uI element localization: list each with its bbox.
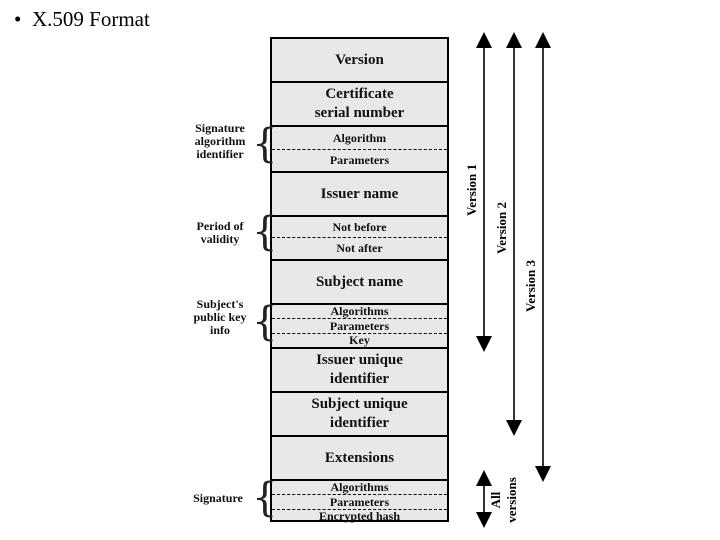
field-subject-name-label: Subject name [315, 273, 404, 290]
field-sig-params-label: Parameters [329, 494, 390, 509]
version-3-label: Version 3 [523, 260, 538, 312]
label-sig-alg-line-2: algorithm [194, 134, 246, 148]
field-subject-name: Subject name [272, 261, 447, 303]
brace-public-key: { [252, 299, 278, 345]
divider [272, 259, 447, 261]
field-extensions-label: Extensions [324, 449, 395, 466]
bullet-marker: • [14, 7, 22, 31]
field-not-after-label: Not after [336, 241, 383, 255]
field-subject-unique-id: Subject unique identifier [272, 393, 447, 435]
label-pubkey-line-1: Subject's [196, 297, 244, 311]
field-not-before-label: Not before [332, 219, 387, 234]
divider [272, 479, 447, 481]
field-pk-algorithms-label: Algorithms [330, 303, 389, 318]
label-sig-alg-line-3: identifier [196, 147, 244, 161]
version-1-label: Version 1 [464, 164, 479, 216]
brace-validity: { [252, 209, 278, 255]
field-sig-algorithms-label: Algorithms [330, 479, 389, 494]
label-signature: Signature [182, 492, 254, 505]
field-not-before: Not before [272, 217, 447, 237]
divider [272, 391, 447, 393]
field-issuer-uid-label-1: Issuer unique [316, 352, 403, 368]
field-sig-algorithms: Algorithms [272, 480, 447, 494]
all-versions-label-2: versions [504, 477, 519, 523]
field-version-label: Version [335, 51, 384, 68]
divider [272, 81, 447, 83]
field-issuer-name-label: Issuer name [320, 185, 399, 202]
field-not-after: Not after [272, 238, 447, 259]
field-sig-parameters: Parameters [272, 150, 447, 170]
label-period-of-validity: Period of validity [186, 220, 254, 246]
label-pubkey-line-2: public key [193, 310, 247, 324]
divider [272, 347, 447, 349]
field-extensions: Extensions [272, 437, 447, 479]
label-pubkey-line-3: info [209, 323, 230, 337]
label-subject-public-key-info: Subject's public key info [182, 298, 258, 337]
label-validity-line-1: Period of [196, 219, 244, 233]
certificate-structure: Version Certificate serial number Algori… [270, 37, 449, 522]
label-validity-line-2: validity [200, 232, 240, 246]
field-issuer-uid-label-2: identifier [329, 371, 390, 387]
label-sig-alg-line-1: Signature [195, 121, 245, 135]
divider [272, 435, 447, 437]
all-versions-label-1: All [488, 491, 503, 508]
field-serial-label-2: serial number [314, 105, 405, 121]
field-pk-key-label: Key [349, 333, 370, 347]
field-issuer-name: Issuer name [272, 173, 447, 215]
field-pk-parameters-label: Parameters [329, 318, 390, 333]
field-sig-algorithm: Algorithm [272, 127, 447, 149]
divider [272, 171, 447, 173]
divider [272, 303, 447, 305]
field-sig-parameters-label: Parameters [329, 152, 390, 167]
field-sig-algorithm-label: Algorithm [332, 130, 387, 145]
field-pk-parameters: Parameters [272, 319, 447, 333]
dashed-divider [272, 509, 447, 510]
dashed-divider [272, 237, 447, 238]
field-encrypted-hash-label: Encrypted hash [318, 508, 401, 523]
divider [272, 125, 447, 127]
dashed-divider [272, 494, 447, 495]
brace-signature: { [252, 475, 278, 521]
field-serial-label-1: Certificate [325, 86, 394, 102]
field-subject-uid-label-1: Subject unique [311, 396, 408, 412]
label-signature-algorithm-identifier: Signature algorithm identifier [184, 122, 256, 161]
field-serial-number: Certificate serial number [272, 83, 447, 125]
field-subject-uid-label-2: identifier [329, 415, 390, 431]
field-pk-algorithms: Algorithms [272, 304, 447, 318]
brace-signature-algorithm: { [252, 121, 278, 167]
divider [272, 215, 447, 217]
field-version: Version [272, 39, 447, 81]
slide-title-text: X.509 Format [32, 7, 150, 31]
dashed-divider [272, 149, 447, 150]
dashed-divider [272, 333, 447, 334]
field-pk-key: Key [272, 334, 447, 347]
slide-title: • X.509 Format [14, 6, 150, 32]
field-issuer-unique-id: Issuer unique identifier [272, 349, 447, 391]
dashed-divider [272, 318, 447, 319]
version-2-label: Version 2 [494, 202, 509, 254]
field-encrypted-hash: Encrypted hash [272, 508, 447, 523]
field-sig-params: Parameters [272, 495, 447, 509]
label-signature-text: Signature [193, 491, 243, 505]
